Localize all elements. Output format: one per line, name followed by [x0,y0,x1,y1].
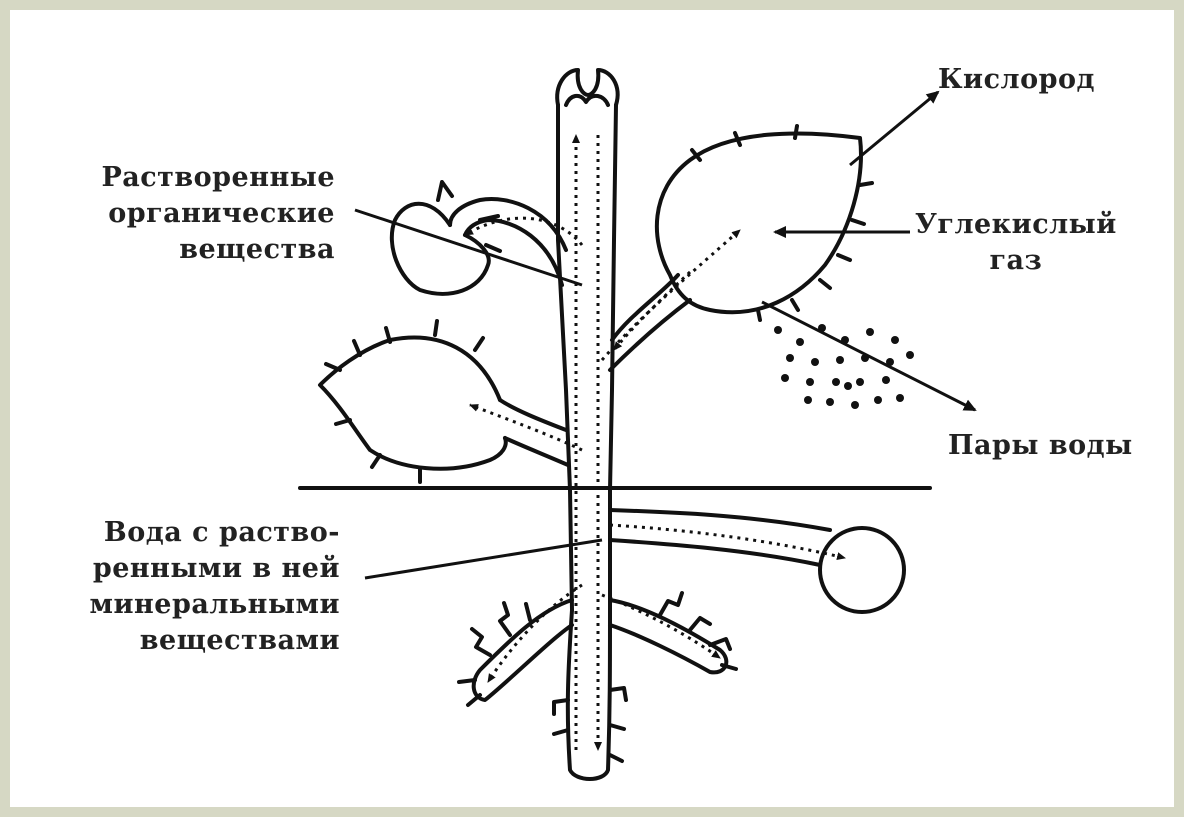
roots-lower [459,593,736,779]
stem [557,70,617,610]
label-water-vapor: Пары воды [948,428,1133,464]
diagram-frame: Кислород Углекислый газ Растворенные орг… [10,10,1174,807]
label-water-minerals: Вода с раство- ренными в ней минеральным… [50,515,340,659]
label-carbon-dioxide-line2: газ [915,243,1117,279]
label-organic-line3: вещества [65,232,335,268]
label-oxygen: Кислород [938,62,1095,98]
label-organic-line1: Растворенные [65,160,335,196]
water-vapor-arrow [762,302,975,410]
label-carbon-dioxide-line1: Углекислый [915,207,1117,243]
water-minerals-pointer [365,540,602,578]
water-vapor-dots [774,324,914,409]
label-organic-line2: органические [65,196,335,232]
label-water-minerals-line2: ренными в ней [50,551,340,587]
root-right [610,510,904,612]
label-water-minerals-line3: минеральными [50,587,340,623]
label-organic: Растворенные органические вещества [65,160,335,268]
leaf-right [610,126,872,370]
oxygen-arrow [850,92,938,165]
leaf-left [320,321,568,482]
plant-transport-diagram [10,10,1174,807]
label-carbon-dioxide: Углекислый газ [915,207,1117,279]
leaf-upper-left [392,182,566,294]
label-water-minerals-line1: Вода с раство- [50,515,340,551]
label-water-minerals-line4: веществами [50,623,340,659]
